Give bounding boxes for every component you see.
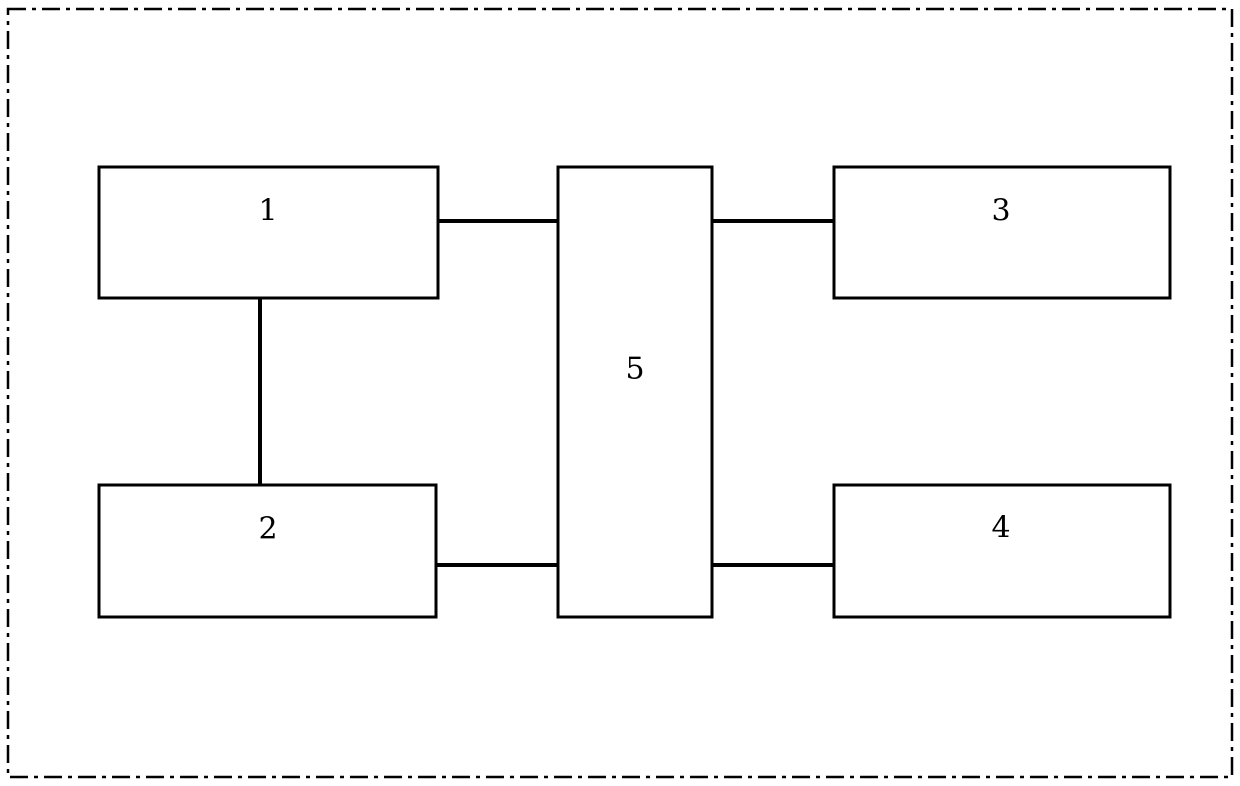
block-1-label: 1 <box>258 194 277 229</box>
block-4: 4 <box>834 485 1170 617</box>
block-1-box <box>99 167 438 298</box>
block-5-label: 5 <box>625 352 644 387</box>
block-2: 2 <box>99 485 436 617</box>
block-4-box <box>834 485 1170 617</box>
block-3-label: 3 <box>991 194 1010 229</box>
block-1: 1 <box>99 167 438 298</box>
block-5: 5 <box>558 167 712 617</box>
block-4-label: 4 <box>991 511 1010 546</box>
block-5-box <box>558 167 712 617</box>
block-2-box <box>99 485 436 617</box>
block-2-label: 2 <box>258 512 277 547</box>
block-3-box <box>834 167 1170 298</box>
block-3: 3 <box>834 167 1170 298</box>
